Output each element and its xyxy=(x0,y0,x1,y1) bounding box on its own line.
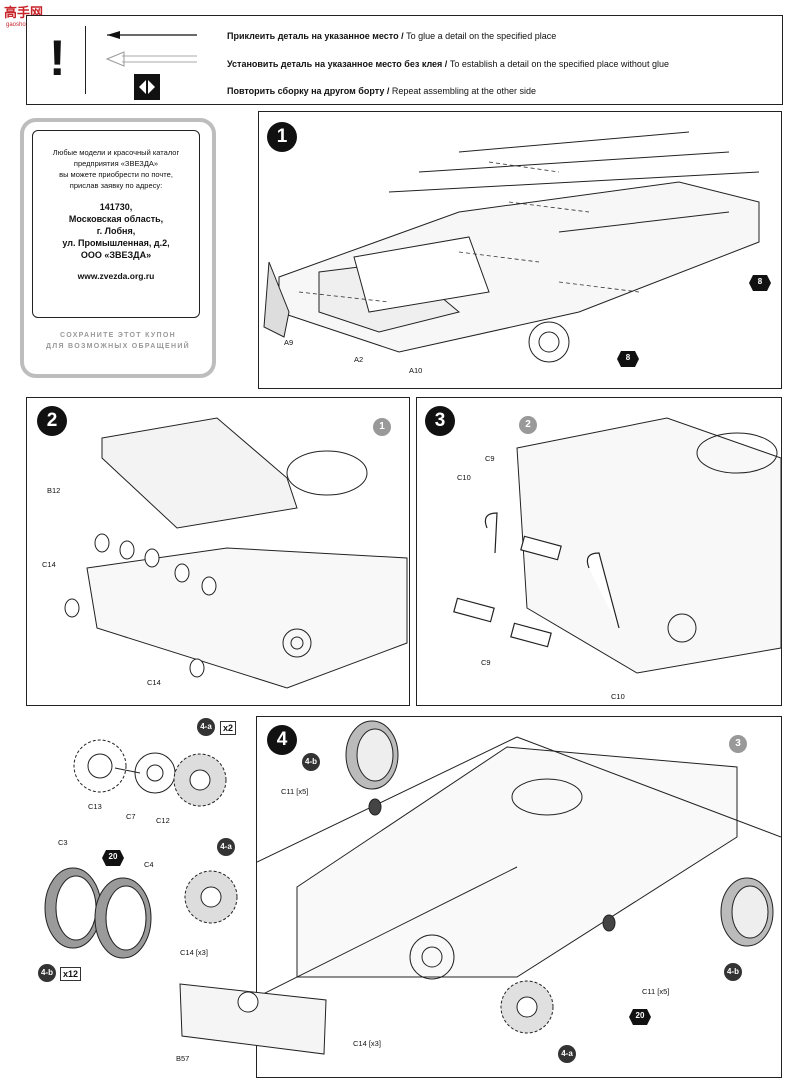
part-label-c12: C12 xyxy=(156,816,170,825)
part-label-a2: A2 xyxy=(354,355,364,364)
quantity-x12: x12 xyxy=(60,967,82,981)
subassembly-4a-badge: 4-a xyxy=(197,718,215,736)
subassembly-4b-badge: 4-b xyxy=(302,753,320,771)
ref-star-icon: 8 xyxy=(617,351,639,367)
ref-step-3-badge: 3 xyxy=(729,735,747,753)
sprocket-subassembly: 4-a x2 C13 C7 C12 xyxy=(60,718,250,828)
legend-repeat: Повторить сборку на другом борту / Repea… xyxy=(227,86,536,96)
step-3-panel: 3 2 C10 C9 C9 C10 xyxy=(416,397,782,706)
sprocket-drawing xyxy=(73,739,227,807)
rear-plate-b57-drawing xyxy=(179,983,327,1055)
watermark-url: gaoshou.com xyxy=(6,22,43,28)
subassembly-4a-badge: 4-a xyxy=(217,838,235,856)
step-2-panel: 2 1 B12 C14 C14 xyxy=(26,397,410,706)
part-label-c14: C14 [x3] xyxy=(180,948,208,957)
part-label-a10: A10 xyxy=(409,366,423,375)
step-4-panel: 4 3 4-b 4-b 4-a C11 [x5] C11 [x5] C14 [x… xyxy=(256,716,782,1078)
left-sprocket-drawing xyxy=(184,870,238,924)
ref-step-2-badge: 2 xyxy=(519,416,537,434)
road-wheel-subassembly: C3 C4 20 4-b x12 xyxy=(38,838,168,988)
hull-assembly-drawing xyxy=(263,131,760,363)
dampers-drawing xyxy=(453,417,781,674)
subassembly-4a-badge: 4-a xyxy=(558,1045,576,1063)
part-label-c14: C14 [x3] xyxy=(353,1039,381,1048)
part-label-c11: C11 [x5] xyxy=(281,787,309,796)
ref-star-icon: 8 xyxy=(749,275,771,291)
step-3-badge: 3 xyxy=(425,406,455,436)
road-wheel-drawing xyxy=(44,867,152,959)
part-label-c14: C14 xyxy=(42,560,56,569)
subassembly-4b-badge: 4-b xyxy=(724,963,742,981)
symbol-legend: ! Приклеить деталь на указанное место / … xyxy=(26,15,783,105)
part-label-c9: C9 xyxy=(481,658,491,667)
ref-step-1-badge: 1 xyxy=(373,418,391,436)
coupon-website: www.zvezda.org.ru xyxy=(77,271,155,281)
part-label-a9: A9 xyxy=(284,338,294,347)
ref-star-icon: 20 xyxy=(102,850,124,866)
part-label-c7: C7 xyxy=(126,812,136,821)
ref-star-icon: 20 xyxy=(629,1009,651,1025)
quantity-x2: x2 xyxy=(220,721,237,735)
part-label-c4: C4 xyxy=(144,860,154,869)
part-label-c13: C13 xyxy=(88,802,102,811)
part-label-c11: C11 [x5] xyxy=(642,987,670,996)
legend-glue: Приклеить деталь на указанное место / To… xyxy=(227,31,557,41)
step-2-badge: 2 xyxy=(37,406,67,436)
part-label-b57: B57 xyxy=(176,1054,190,1063)
part-label-c9: C9 xyxy=(485,454,495,463)
part-label-c10: C10 xyxy=(611,692,625,701)
glue-exclaim-icon: ! xyxy=(49,30,66,86)
part-label-c10: C10 xyxy=(457,473,471,482)
step-4-badge: 4 xyxy=(267,725,297,755)
legend-arrows-icon xyxy=(105,31,197,100)
step-1-badge: 1 xyxy=(267,122,297,152)
legend-divider xyxy=(85,26,86,94)
part-label-c3: C3 xyxy=(58,838,68,847)
part-label-c14: C14 xyxy=(147,678,161,687)
step-1-panel: 1 A9 A2 A10 8 8 xyxy=(258,111,782,389)
legend-no-glue: Установить деталь на указанное место без… xyxy=(227,59,669,69)
subassembly-4b-badge: 4-b xyxy=(38,964,56,982)
part-label-b12: B12 xyxy=(47,486,61,495)
suspension-arms-drawing xyxy=(64,417,408,689)
final-running-gear-drawing xyxy=(257,720,781,1034)
coupon-address: 141730,Московская область, г. Лобня,ул. … xyxy=(62,202,170,260)
